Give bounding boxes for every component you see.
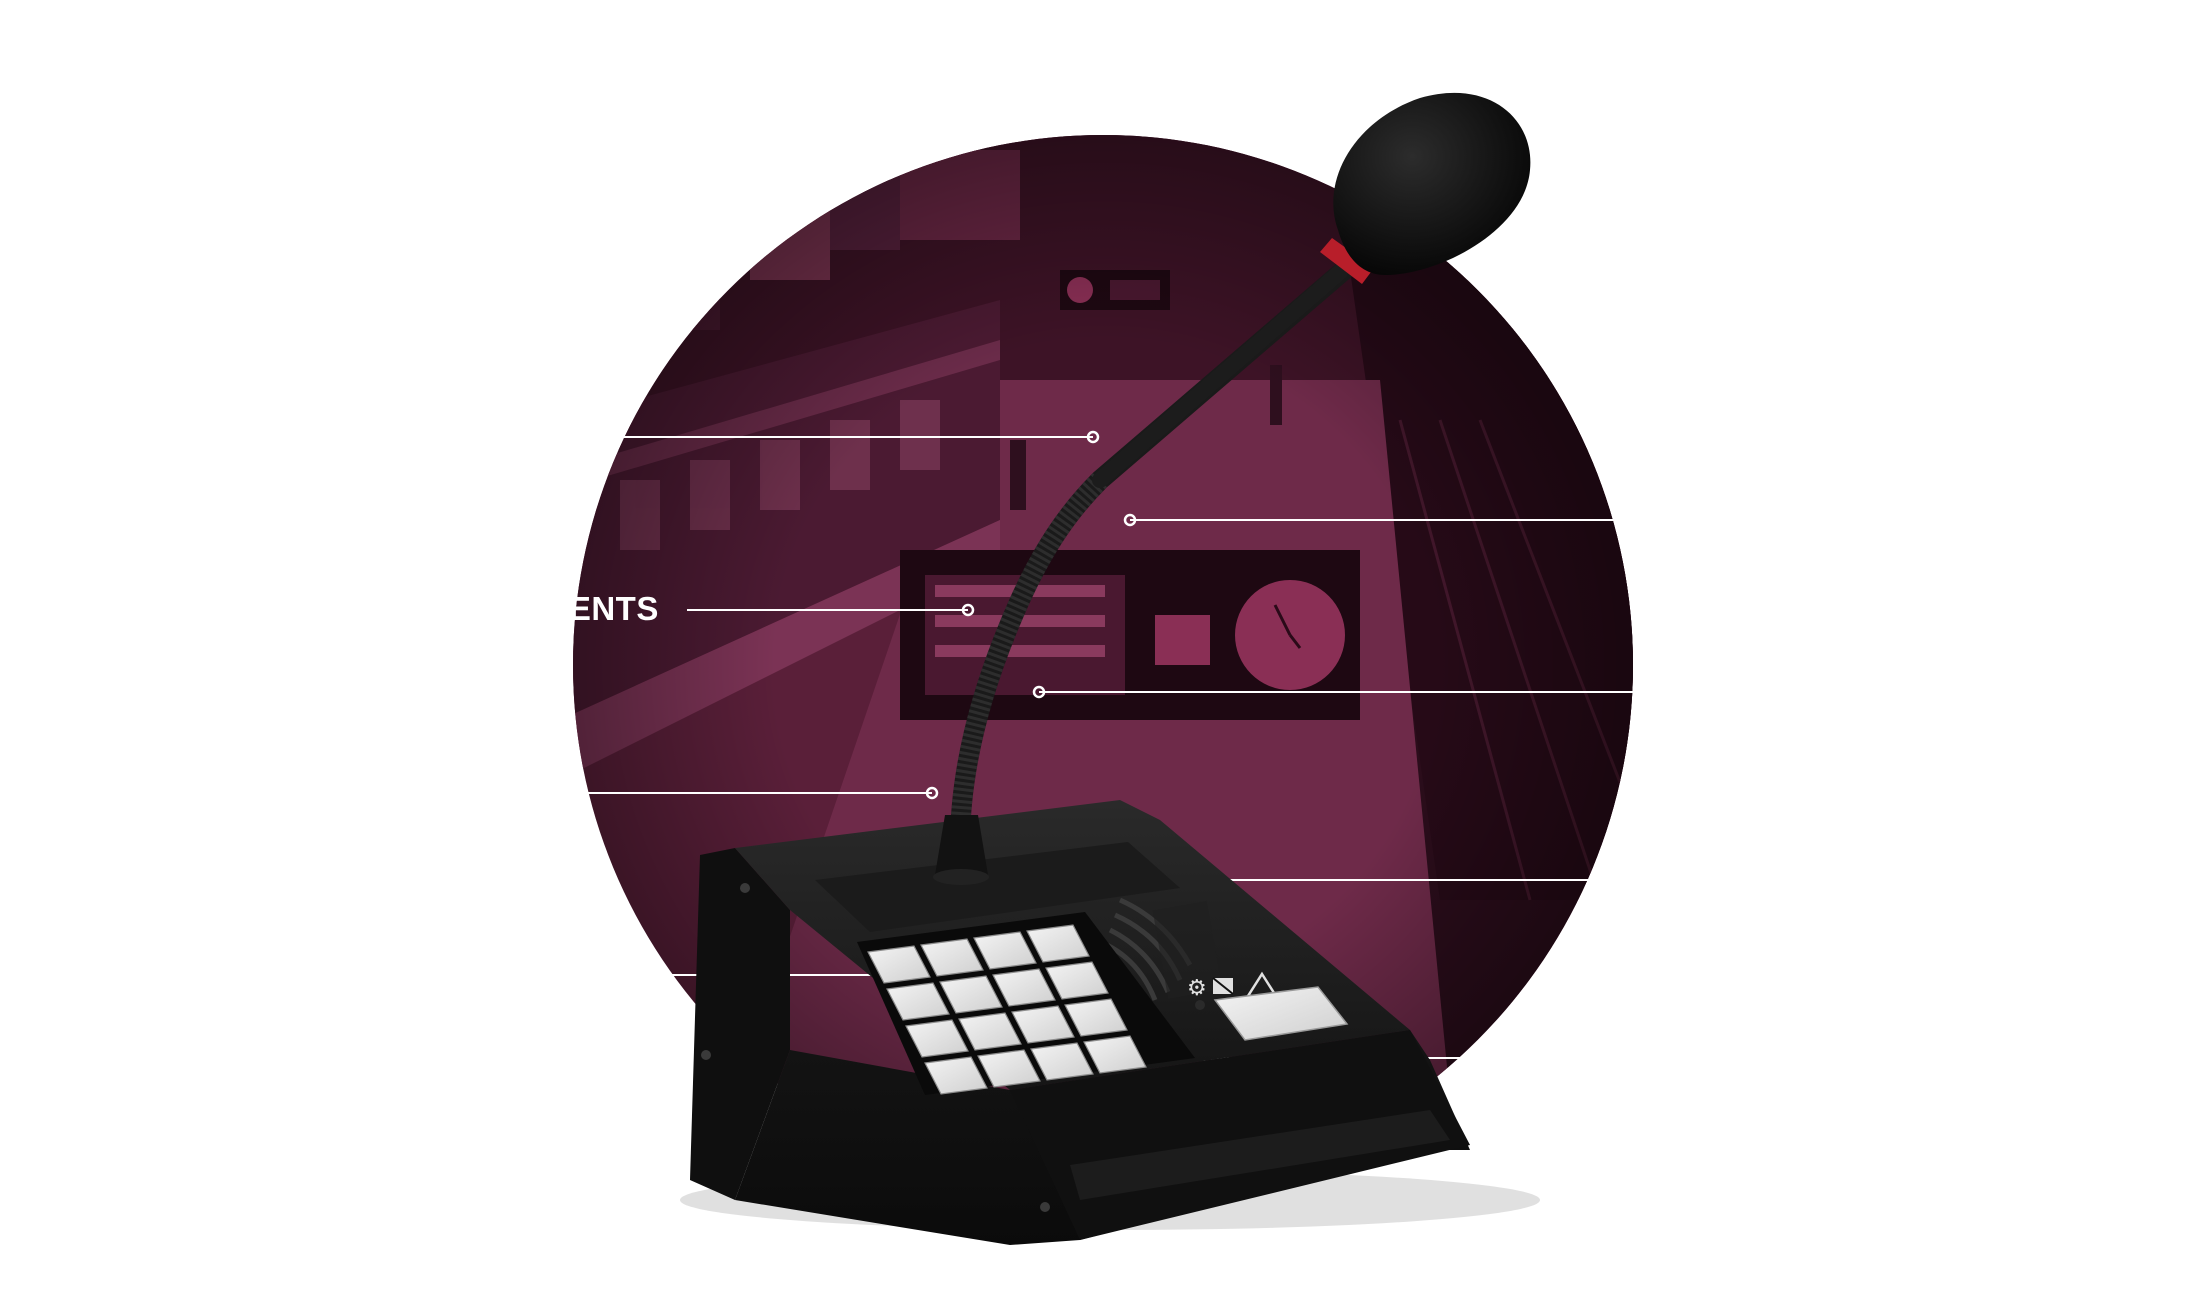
talk-button[interactable] [1213,986,1349,1041]
keypad-key[interactable] [958,1012,1022,1051]
label-live-announcement: LIVE A [1667,503,1776,540]
red-ring [1320,238,1374,284]
keypad-key[interactable] [939,975,1003,1014]
keypad-key[interactable] [1045,961,1109,1000]
keypad-key[interactable] [973,931,1037,970]
keypad-key[interactable] [992,968,1056,1007]
label-speaker: SPEAK [1633,860,1750,897]
keypad-key[interactable] [1064,998,1128,1037]
gear-icon: ⚙ [1187,976,1207,1001]
keypad-key[interactable] [1011,1005,1075,1044]
paging-console: ⚙ [680,92,1540,1245]
keypad-key[interactable] [924,1056,988,1095]
keypad-key[interactable] [886,982,950,1021]
keypad-key[interactable] [867,945,931,984]
keypad-key[interactable] [1083,1035,1147,1074]
keypad-key[interactable] [977,1049,1041,1088]
keypad-key[interactable] [1030,1042,1094,1081]
label-announcements: CEMENTS [494,590,659,627]
keypad-key[interactable] [905,1019,969,1058]
microphone-windscreen [1333,92,1531,275]
keypad-key[interactable] [1026,924,1090,963]
keypad-key[interactable] [920,938,984,977]
keypad [867,924,1147,1095]
